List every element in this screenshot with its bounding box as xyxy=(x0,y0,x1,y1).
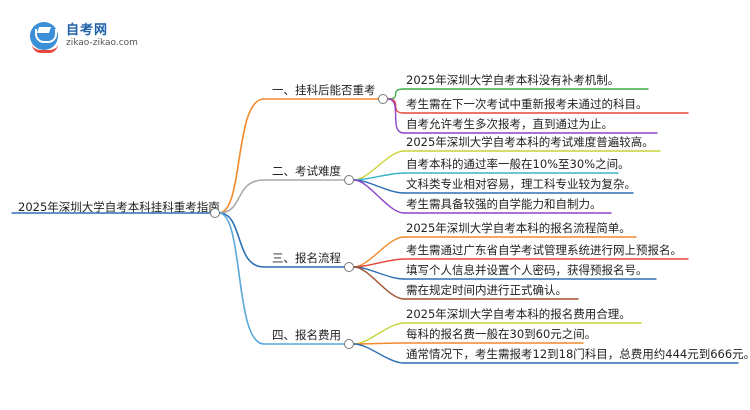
root-collapse-toggle[interactable] xyxy=(210,208,220,218)
leaf-text-4-3: 通常情况下，考生需报考12到18门科目，总费用约444元到666元。 xyxy=(406,347,750,361)
leaf-text-1-1: 2025年深圳大学自考本科没有补考机制。 xyxy=(406,73,620,87)
leaf-text-2-2: 自考本科的通过率一般在10%至30%之间。 xyxy=(406,157,630,171)
branch-label-2: 二、考试难度 xyxy=(272,164,341,178)
leaf-connector-2-2 xyxy=(353,172,405,181)
leaf-connector-4-3 xyxy=(353,343,405,364)
branch-label-3: 三、报名流程 xyxy=(272,251,341,265)
leaf-connector-2-1 xyxy=(353,150,405,181)
logo-title: 自考网 xyxy=(66,23,109,38)
leaf-connector-1-1 xyxy=(387,88,405,100)
leaf-connector-3-4 xyxy=(353,266,405,300)
leaf-connector-2-4 xyxy=(353,179,405,214)
branch-collapse-toggle-2[interactable] xyxy=(344,175,354,185)
site-logo[interactable]: 自考网 zikao-zikao.com xyxy=(30,18,150,53)
leaf-text-1-3: 自考允许考生多次报考，直到通过为止。 xyxy=(406,117,613,131)
logo-swoosh xyxy=(32,44,58,53)
branch-connector-1 xyxy=(218,98,265,214)
leaf-connector-4-1 xyxy=(353,322,405,345)
leaf-text-2-1: 2025年深圳大学自考本科的考试难度普遍较高。 xyxy=(406,135,654,149)
root-topic: 2025年深圳大学自考本科挂科重考指南 xyxy=(18,200,220,214)
leaf-text-1-2: 考生需在下一次考试中重新报考未通过的科目。 xyxy=(406,97,648,111)
leaf-text-2-4: 考生需具备较强的自学能力和自制力。 xyxy=(406,197,602,211)
leaf-text-4-1: 2025年深圳大学自考本科的报名费用合理。 xyxy=(406,307,631,321)
branch-connector-2 xyxy=(218,179,265,214)
branch-collapse-toggle-4[interactable] xyxy=(344,339,354,349)
branch-label-4: 四、报名费用 xyxy=(272,328,341,342)
leaf-text-3-4: 需在规定时间内进行正式确认。 xyxy=(406,283,567,297)
branch-collapse-toggle-1[interactable] xyxy=(378,94,388,104)
branch-connector-4 xyxy=(218,212,265,345)
leaf-connector-3-2 xyxy=(353,258,405,268)
branch-collapse-toggle-3[interactable] xyxy=(344,262,354,272)
leaf-connector-1-3 xyxy=(387,98,405,134)
branch-label-1: 一、挂科后能否重考 xyxy=(272,83,376,97)
leaf-text-4-2: 每科的报名费一般在30到60元之间。 xyxy=(406,327,597,341)
logo-subtitle: zikao-zikao.com xyxy=(66,38,138,48)
leaf-text-2-3: 文科类专业相对容易，理工科专业较为复杂。 xyxy=(406,177,636,191)
branch-connector-3 xyxy=(218,212,265,268)
leaf-text-3-2: 考生需通过广东省自学考试管理系统进行网上预报名。 xyxy=(406,243,682,257)
leaf-text-3-3: 填写个人信息并设置个人密码，获得预报名号。 xyxy=(406,263,648,277)
leaf-text-3-1: 2025年深圳大学自考本科的报名流程简单。 xyxy=(406,221,631,235)
